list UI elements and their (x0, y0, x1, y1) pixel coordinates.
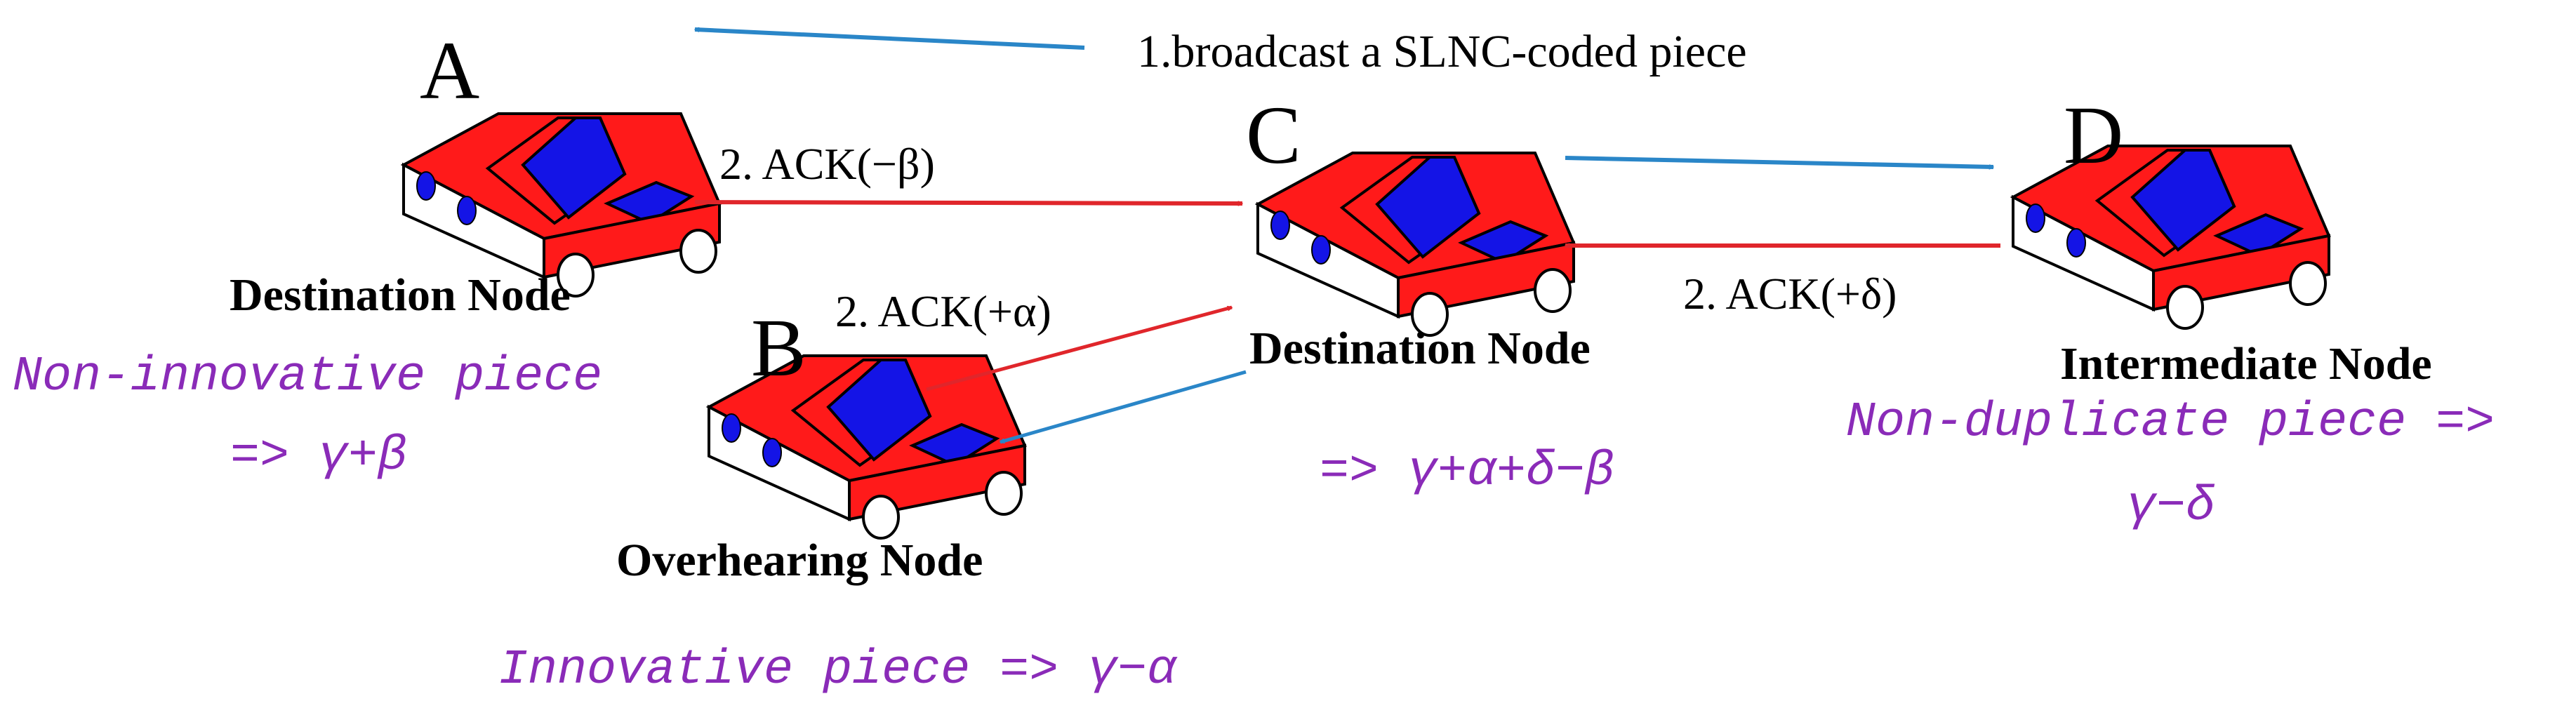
ack-a-label: 2. ACK(−β) (719, 139, 935, 189)
node-c-role: Destination Node (1249, 323, 1591, 374)
node-a-note-line1: Non-innovative piece (13, 349, 602, 405)
node-d-note-line1: Non-duplicate piece => (1846, 395, 2495, 450)
ack-arrow-b-to-c (926, 305, 1232, 392)
broadcast-arrow-to-a (695, 29, 1085, 50)
node-a-role: Destination Node (230, 269, 571, 321)
car-c-icon (1256, 152, 1575, 337)
node-d-role: Intermediate Node (2060, 338, 2432, 389)
node-d-letter: D (2064, 89, 2123, 181)
node-a-letter: A (420, 25, 479, 116)
car-d-icon (2012, 145, 2330, 330)
ack-b-label: 2. ACK(+α) (835, 286, 1051, 336)
node-b-letter: B (751, 302, 806, 394)
broadcast-arrow-to-d (1565, 156, 1993, 167)
node-b-note: Innovative piece => γ−α (498, 643, 1178, 698)
ack-d-label: 2. ACK(+δ) (1683, 269, 1897, 319)
node-c-note: => γ+α+δ−β (1320, 444, 1614, 500)
car-a-icon (402, 112, 721, 298)
broadcast-label: 1.broadcast a SLNC-coded piece (1137, 26, 1747, 77)
node-d-note-line2: γ−δ (2127, 479, 2215, 535)
broadcast-arrow-to-b (1000, 370, 1247, 444)
node-b-role: Overhearing Node (616, 535, 983, 586)
node-a-note-line2: => γ+β (230, 429, 407, 484)
node-c-letter: C (1246, 89, 1301, 181)
ack-arrow-a-to-c (694, 200, 1242, 203)
